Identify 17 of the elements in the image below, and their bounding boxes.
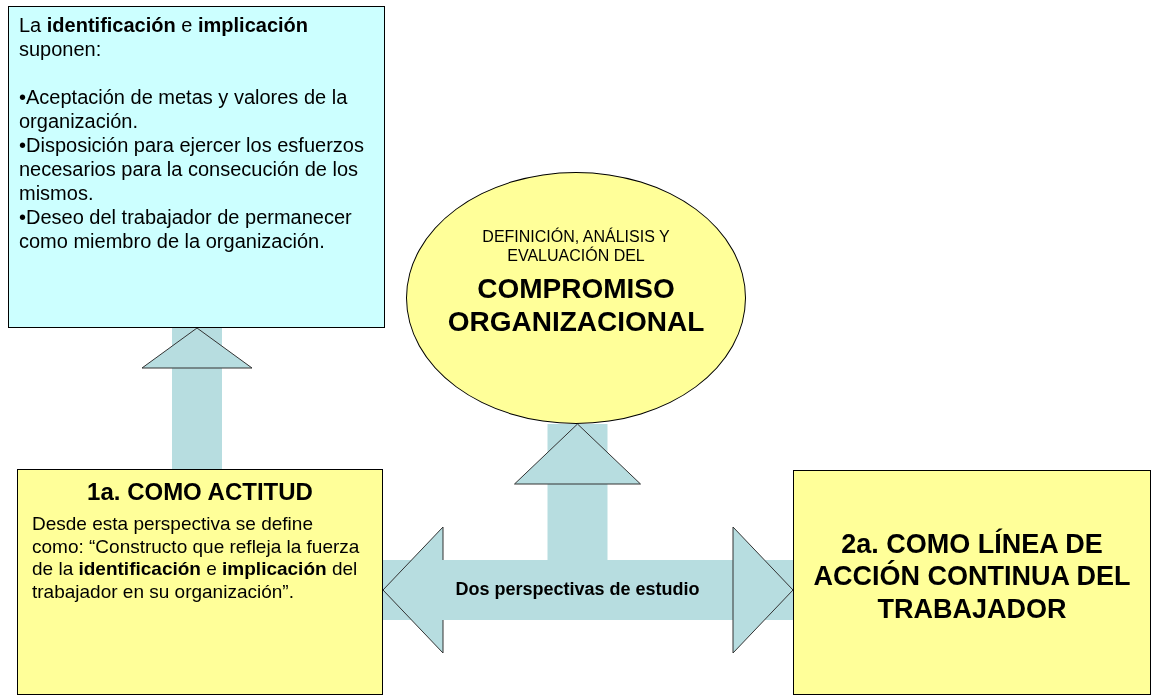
heading-text: 1a. COMO ACTITUD: [86, 478, 314, 507]
body-text: •Disposición para ejercer los esfuerzos necesarios para la consecución de los mismos.: [19, 133, 365, 205]
body-text: Desde esta perspectiva se define como: “Constructo que refleja la fuerza de la identificación e implicación del trabajador en su organización”.: [32, 512, 361, 604]
block-arrow: [715, 526, 794, 654]
body-text: •Deseo del trabajador de permanecer como miembro de la organización.: [19, 205, 353, 253]
heading-text: DEFINICIÓN, ANÁLISIS Y EVALUACIÓN DEL: [481, 227, 671, 266]
body-text: Dos perspectivas de estudio: [455, 579, 700, 601]
body-text: COMPROMISO ORGANIZACIONAL: [446, 271, 706, 339]
block-arrow: [141, 327, 253, 469]
body-text: •Aceptación de metas y valores de la organización.: [19, 85, 349, 133]
perspective-box: [17, 469, 383, 695]
block-arrow: [382, 526, 444, 654]
block-arrow: [514, 423, 641, 560]
heading-text: La identificación e implicación suponen:: [19, 13, 309, 61]
perspective-box: [793, 470, 1151, 695]
note-box: [8, 6, 385, 328]
body-text: 2a. COMO LÍNEA DE ACCIÓN CONTINUA DEL TRABAJADOR: [812, 527, 1132, 626]
